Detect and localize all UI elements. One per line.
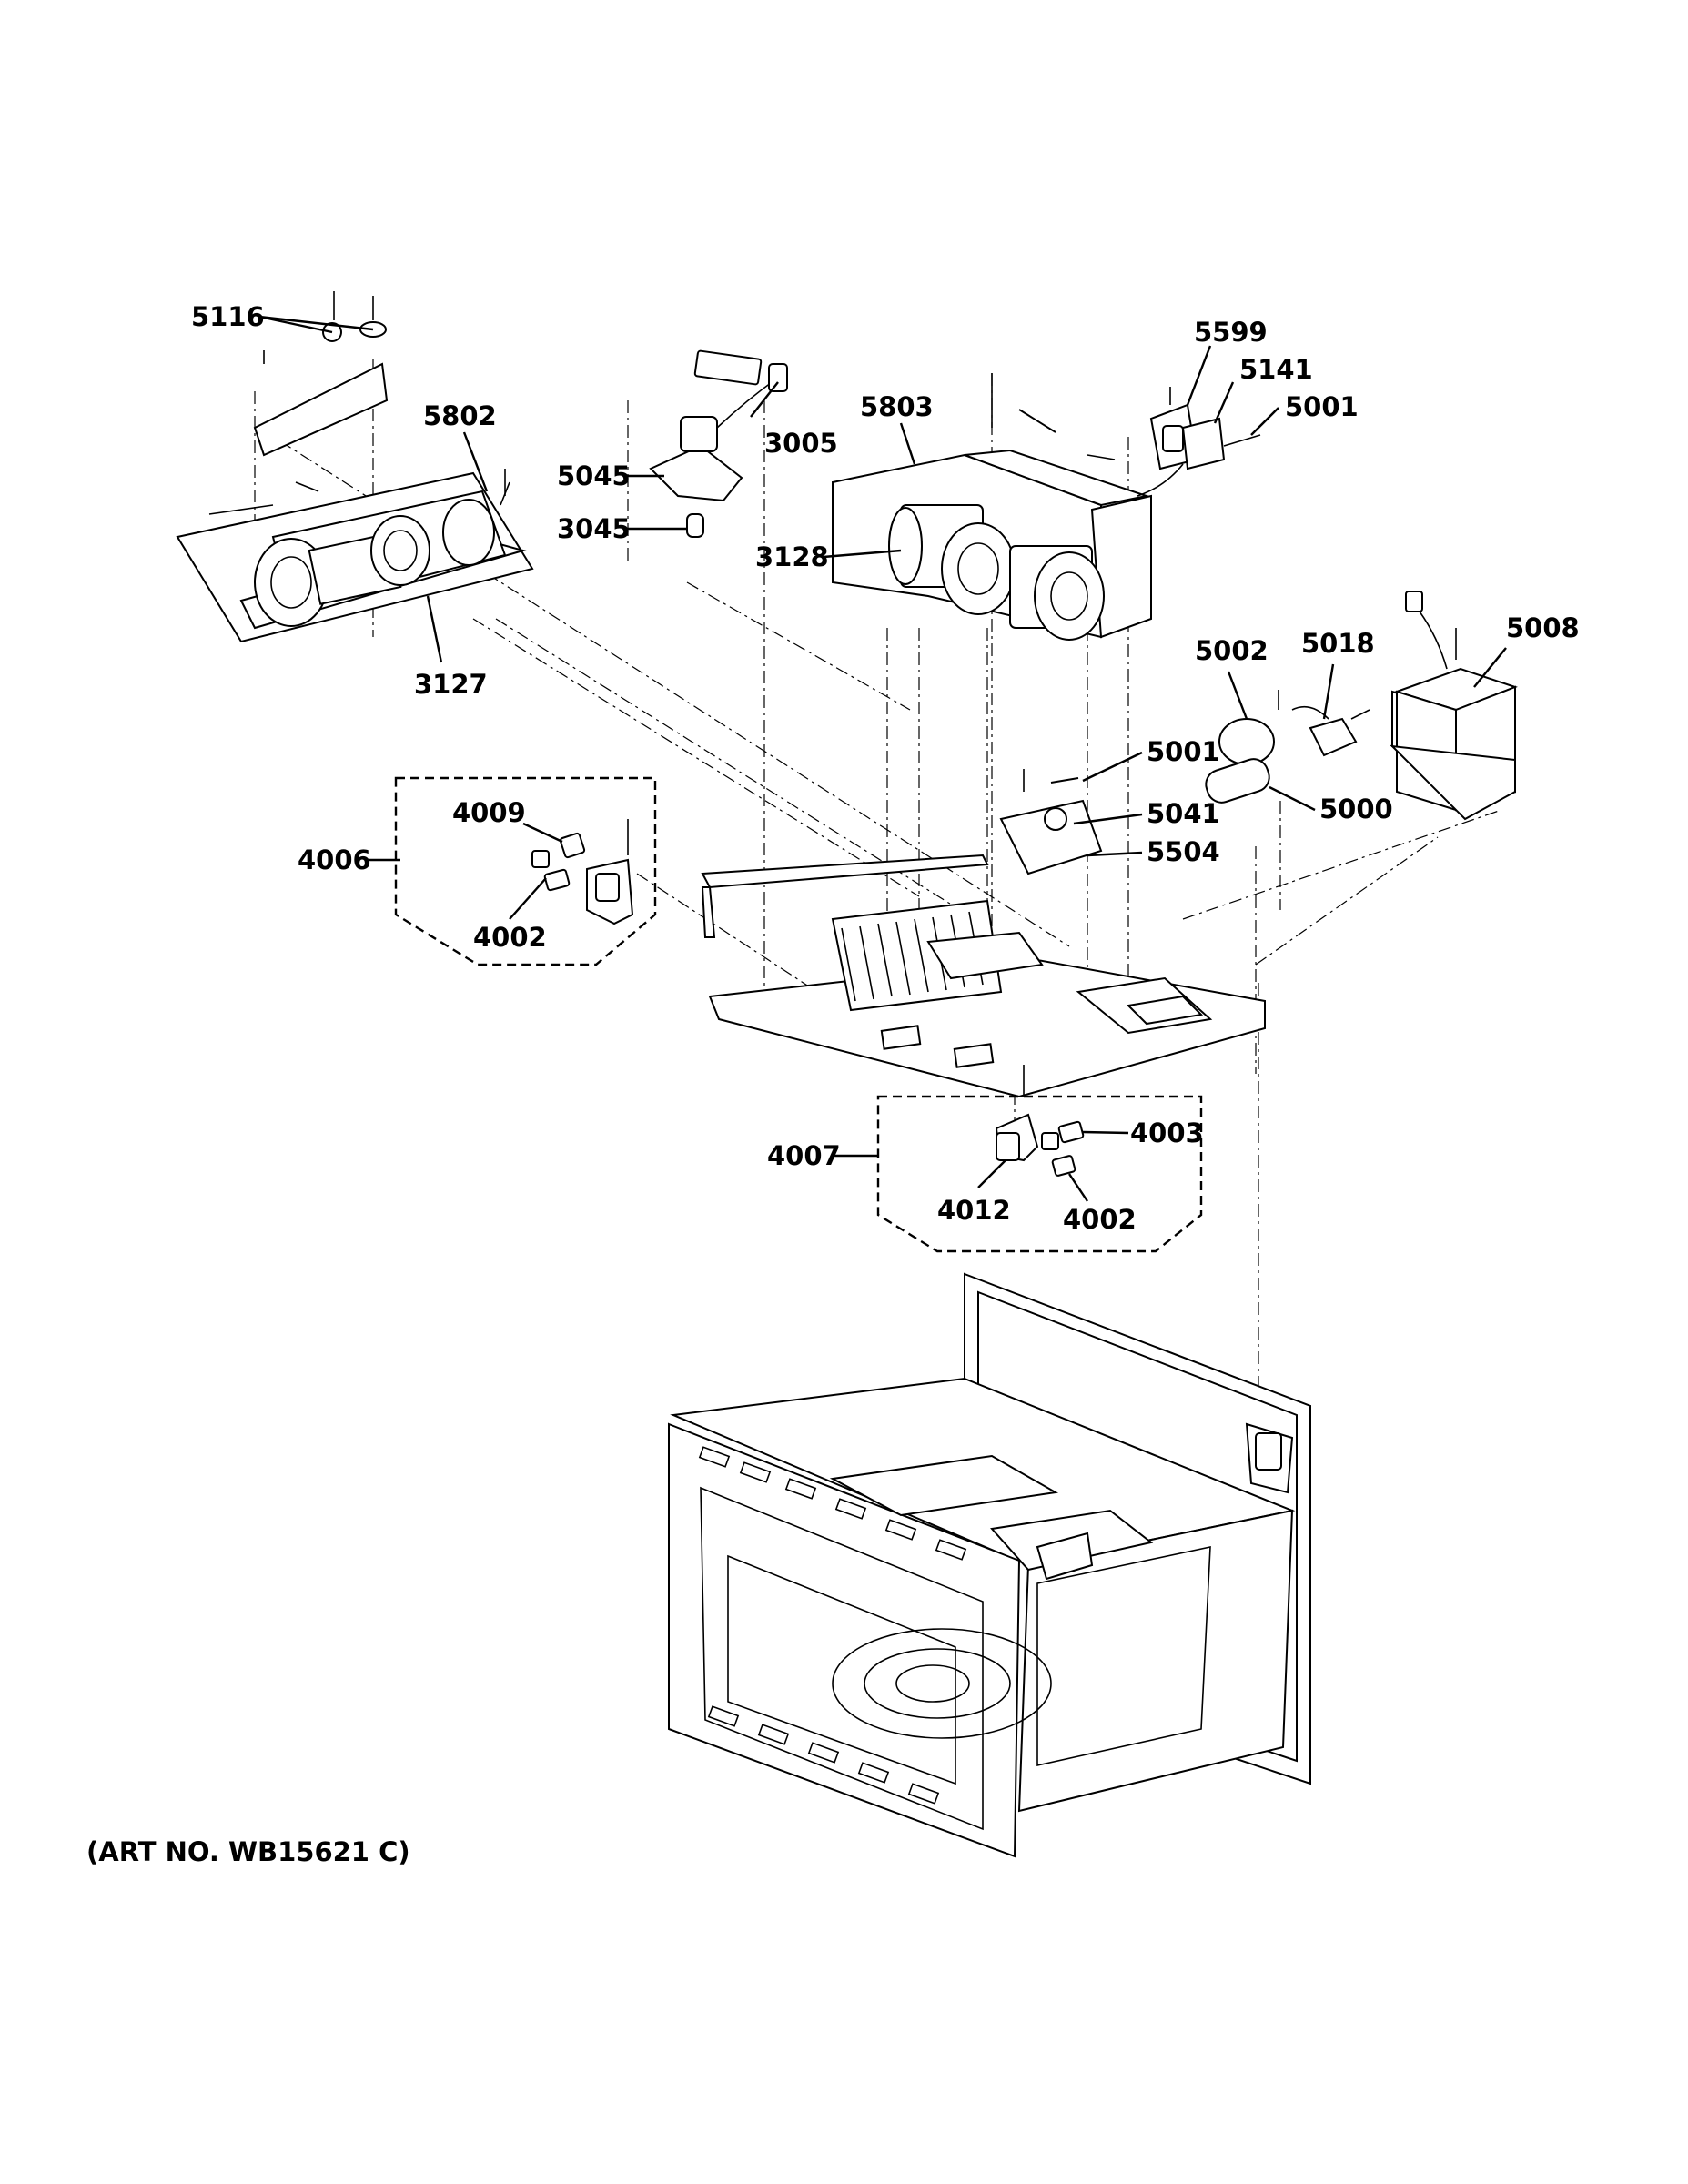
label-5141: 5141 [1239,354,1313,385]
label-5802: 5802 [423,400,497,431]
label-5000: 5000 [1319,794,1393,824]
label-3005: 3005 [764,428,838,459]
label-5001-top: 5001 [1285,391,1359,422]
label-3127: 3127 [414,669,488,700]
label-4012: 4012 [937,1195,1011,1226]
group-4006 [394,776,657,966]
label-5803: 5803 [860,391,934,422]
left-blower-assembly [176,291,534,643]
group-4007 [876,1065,1203,1253]
leader-lines [258,315,1507,1202]
label-5504: 5504 [1147,836,1220,867]
label-3045: 3045 [557,513,631,544]
center-blower-assembly [832,373,1152,641]
art-number-caption: (ART NO. WB15621 C) [86,1836,410,1867]
label-5045: 5045 [557,460,631,491]
transformer [1390,591,1518,821]
label-3128: 3128 [755,541,829,572]
label-5002: 5002 [1195,635,1269,666]
label-4009: 4009 [452,797,526,828]
right-top-parts [1137,387,1261,497]
label-5041: 5041 [1147,798,1220,829]
label-5008: 5008 [1506,612,1580,643]
center-top-parts [649,349,788,538]
oven-cavity [668,1272,1311,1858]
main-top-plate [701,854,1266,1098]
label-4003: 4003 [1130,1117,1204,1148]
callout-labels: 5116 5802 5045 3005 3045 5803 3128 3127 … [191,301,1580,1235]
label-4002-left: 4002 [473,922,547,953]
bracket-5504 [999,769,1103,875]
label-4007: 4007 [767,1140,841,1171]
label-5018: 5018 [1301,628,1375,659]
label-5116: 5116 [191,301,265,332]
cavity-slots [698,1446,967,1805]
label-5599: 5599 [1194,317,1268,348]
motor-group [1205,690,1370,804]
label-5001-mid: 5001 [1147,736,1220,767]
label-4006: 4006 [298,844,371,875]
label-4002-right: 4002 [1063,1204,1137,1235]
